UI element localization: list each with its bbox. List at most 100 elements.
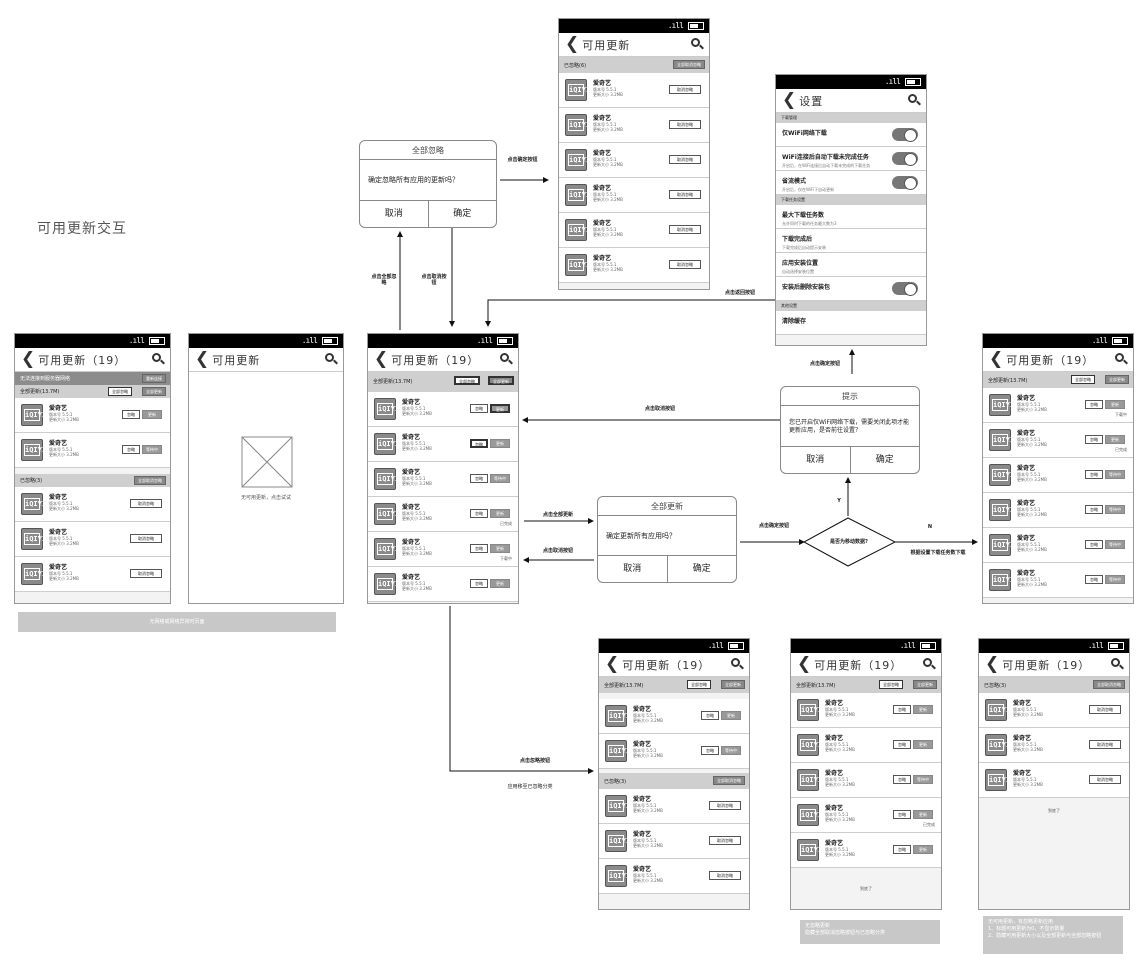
update-all-button[interactable]: 全部更新 <box>1105 375 1129 384</box>
cancel-ignore-button[interactable]: 取消忽略 <box>669 155 701 164</box>
cancel-ignore-button[interactable]: 取消忽略 <box>669 260 701 269</box>
cancel-ignore-button[interactable]: 取消忽略 <box>669 120 701 129</box>
ignore-button[interactable]: 忽略 <box>470 509 488 518</box>
search-icon[interactable] <box>691 38 704 50</box>
search-icon[interactable] <box>500 353 513 365</box>
cancel-ignore-button[interactable]: 取消忽略 <box>669 190 701 199</box>
dialog-cancel-button[interactable]: 取消 <box>598 556 668 582</box>
update-button[interactable]: 更新 <box>913 810 933 819</box>
cancel-all-button[interactable]: 全部取消忽略 <box>1093 680 1125 689</box>
ignore-button[interactable]: 忽略 <box>470 439 488 448</box>
ignore-all-button[interactable]: 全部忽略 <box>687 680 711 689</box>
ignore-button[interactable]: 忽略 <box>122 445 140 454</box>
update-button[interactable]: 更新 <box>721 711 741 720</box>
dialog-cancel-button[interactable]: 取消 <box>781 447 851 473</box>
update-button[interactable]: 更新 <box>490 544 510 553</box>
delete-package-toggle[interactable] <box>892 282 918 296</box>
setting-wifi-auto[interactable]: WiFi连接后自动下载未完成任务开启后，在WiFi连接后自动下载未完成的下载任务 <box>776 147 926 171</box>
cancel-ignore-button[interactable]: 取消忽略 <box>1089 740 1121 749</box>
setting-delete-package[interactable]: 安装后删除安装包 <box>776 277 926 301</box>
search-icon[interactable] <box>923 658 936 670</box>
update-button[interactable]: 更新 <box>490 509 510 518</box>
ignore-all-button[interactable]: 全部忽略 <box>879 680 903 689</box>
update-button[interactable]: 等待中 <box>1105 505 1125 514</box>
ignore-button[interactable]: 忽略 <box>470 404 488 413</box>
save-mode-toggle[interactable] <box>892 176 918 190</box>
update-button[interactable]: 等待中 <box>721 746 741 755</box>
ignore-button[interactable]: 忽略 <box>701 746 719 755</box>
dialog-ok-button[interactable]: 确定 <box>692 564 711 574</box>
cancel-ignore-button[interactable]: 取消忽略 <box>709 871 741 880</box>
ignore-button[interactable]: 忽略 <box>893 845 911 854</box>
ignore-button[interactable]: 忽略 <box>701 711 719 720</box>
back-icon[interactable]: ❮ <box>374 349 389 369</box>
reconnect-button[interactable]: 重新连接 <box>142 374 166 383</box>
dialog-cancel-button[interactable]: 取消 <box>360 201 429 227</box>
search-icon[interactable] <box>325 353 338 365</box>
dialog-ok-button[interactable]: 确定 <box>875 455 894 465</box>
cancel-ignore-button[interactable]: 取消忽略 <box>709 836 741 845</box>
ignore-button[interactable]: 忽略 <box>1085 505 1103 514</box>
wifi-auto-toggle[interactable] <box>892 152 918 166</box>
ignore-button[interactable]: 忽略 <box>470 579 488 588</box>
back-icon[interactable]: ❮ <box>782 90 797 110</box>
back-icon[interactable]: ❮ <box>21 349 36 369</box>
ignore-button[interactable]: 忽略 <box>1085 435 1103 444</box>
ignore-button[interactable]: 忽略 <box>1085 400 1103 409</box>
back-icon[interactable]: ❮ <box>195 349 210 369</box>
cancel-ignore-button[interactable]: 取消忽略 <box>130 569 162 578</box>
cancel-ignore-button[interactable]: 取消忽略 <box>709 801 741 810</box>
update-button[interactable]: 更新 <box>913 740 933 749</box>
update-button[interactable]: 更新 <box>913 845 933 854</box>
update-button[interactable]: 等待中 <box>142 445 162 454</box>
ignore-button[interactable]: 忽略 <box>893 775 911 784</box>
back-icon[interactable]: ❮ <box>797 654 812 674</box>
ignore-button[interactable]: 忽略 <box>470 544 488 553</box>
update-button[interactable]: 更新 <box>1105 435 1125 444</box>
update-button[interactable]: 等待中 <box>1105 575 1125 584</box>
wifi-only-toggle[interactable] <box>892 128 918 142</box>
update-all-button[interactable]: 全部更新 <box>913 680 937 689</box>
ignore-button[interactable]: 忽略 <box>893 740 911 749</box>
ignore-button[interactable]: 忽略 <box>1085 470 1103 479</box>
setting-max-tasks[interactable]: 最大下载任务数允许同时下载的任务最大数为3 <box>776 205 926 229</box>
update-button[interactable]: 更新 <box>490 579 510 588</box>
update-button[interactable]: 等待中 <box>1105 540 1125 549</box>
update-button[interactable]: 更新 <box>913 705 933 714</box>
ignore-button[interactable]: 忽略 <box>1085 540 1103 549</box>
back-icon[interactable]: ❮ <box>605 654 620 674</box>
ignore-all-button[interactable]: 全部忽略 <box>1071 375 1095 384</box>
update-button[interactable]: 更新 <box>1105 400 1125 409</box>
search-icon[interactable] <box>731 658 744 670</box>
setting-install-location[interactable]: 应用安装位置自动选择安装位置 <box>776 253 926 277</box>
